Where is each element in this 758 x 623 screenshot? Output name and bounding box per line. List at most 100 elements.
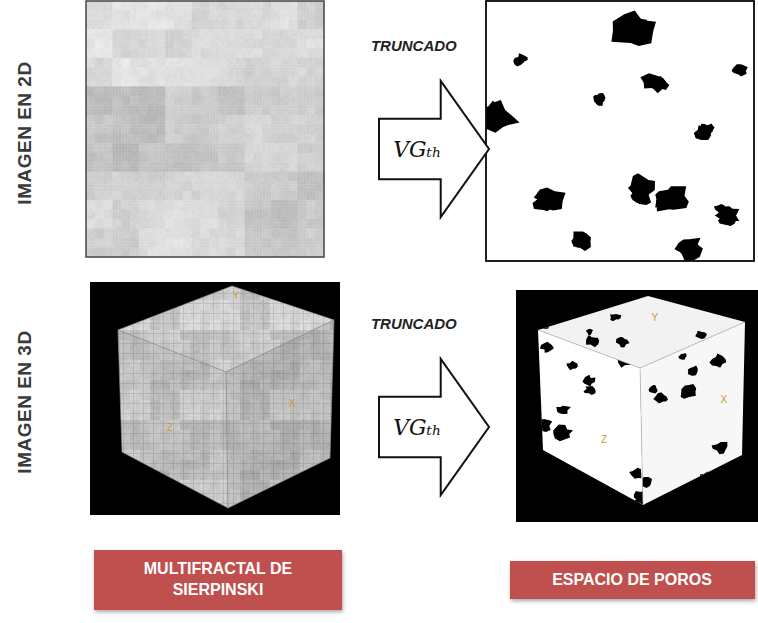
texture-cell [130,210,133,213]
texture-cell [110,80,113,83]
texture-cell [162,150,165,153]
texture-cell [142,77,145,80]
texture-cell [154,105,157,108]
texture-cell [148,143,151,146]
texture-cell [136,244,139,247]
texture-cell [95,80,98,83]
texture-cell [104,45,107,48]
texture-cell [136,150,139,153]
texture-cell [107,67,110,70]
texture-cell [104,55,107,58]
texture-cell [101,39,104,42]
texture-cell [130,115,133,118]
texture-cell [154,14,157,17]
texture-cell [142,4,145,7]
texture-cell [154,83,157,86]
texture-cell [112,172,115,175]
texture-cell [110,244,113,247]
texture-cell [154,67,157,70]
texture-cell [95,159,98,162]
texture-cell [104,17,107,20]
texture-cell [115,178,118,181]
texture-cell [121,10,124,13]
texture-cell [107,156,110,159]
texture-cell [151,17,154,20]
texture-cell [110,7,113,10]
texture-cell [92,10,95,13]
texture-cell [118,131,121,134]
texture-cell [162,20,165,23]
texture-cell [115,165,118,168]
texture-cell [133,55,136,58]
texture-cell [157,20,160,23]
texture-cell [92,175,95,178]
texture-cell [112,20,115,23]
texture-cell [133,42,136,45]
texture-cell [157,86,160,89]
texture-cell [98,48,101,51]
texture-cell [136,118,139,121]
texture-cell [139,33,142,36]
texture-cell [115,52,118,55]
texture-cell [101,156,104,159]
texture-cell [98,96,101,99]
texture-cell [92,124,95,127]
texture-cell [121,93,124,96]
texture-cell [101,184,104,187]
texture-cell [118,191,121,194]
texture-cell [112,241,115,244]
texture-cell [162,121,165,124]
texture-cell [133,203,136,206]
texture-cell [89,131,92,134]
texture-cell [124,67,127,70]
texture-cell [127,137,130,140]
texture-cell [112,127,115,130]
texture-cell [139,124,142,127]
texture-cell [98,150,101,153]
texture-cell [151,172,154,175]
texture-cell [118,146,121,149]
texture-cell [121,74,124,77]
texture-cell [107,108,110,111]
texture-cell [112,222,115,225]
texture-cell [110,225,113,228]
texture-cell [162,83,165,86]
texture-cell [159,71,162,74]
texture-cell [136,86,139,89]
texture-cell [92,42,95,45]
texture-cell [127,71,130,74]
texture-cell [127,4,130,7]
texture-cell [148,137,151,140]
texture-cell [101,23,104,26]
texture-cell [121,248,124,251]
texture-cell [145,115,148,118]
texture-cell [154,39,157,42]
texture-cell [136,48,139,51]
texture-cell [159,48,162,51]
texture-cell [121,244,124,247]
texture-cell [89,159,92,162]
texture-cell [101,124,104,127]
texture-cell [104,39,107,42]
texture-cell [127,150,130,153]
texture-cell [107,238,110,241]
texture-cell [127,115,130,118]
texture-cell [127,105,130,108]
texture-cell [121,235,124,238]
texture-cell [145,124,148,127]
texture-cell [110,210,113,213]
texture-cell [92,39,95,42]
texture-cell [118,58,121,61]
texture-cell [107,175,110,178]
texture-cell [92,52,95,55]
texture-cell [148,191,151,194]
texture-cell [139,20,142,23]
texture-cell [148,93,151,96]
texture-cell [157,10,160,13]
texture-cell [159,93,162,96]
texture-cell [130,4,133,7]
texture-cell [151,105,154,108]
texture-cell [157,108,160,111]
texture-cell [139,58,142,61]
texture-cell [142,156,145,159]
